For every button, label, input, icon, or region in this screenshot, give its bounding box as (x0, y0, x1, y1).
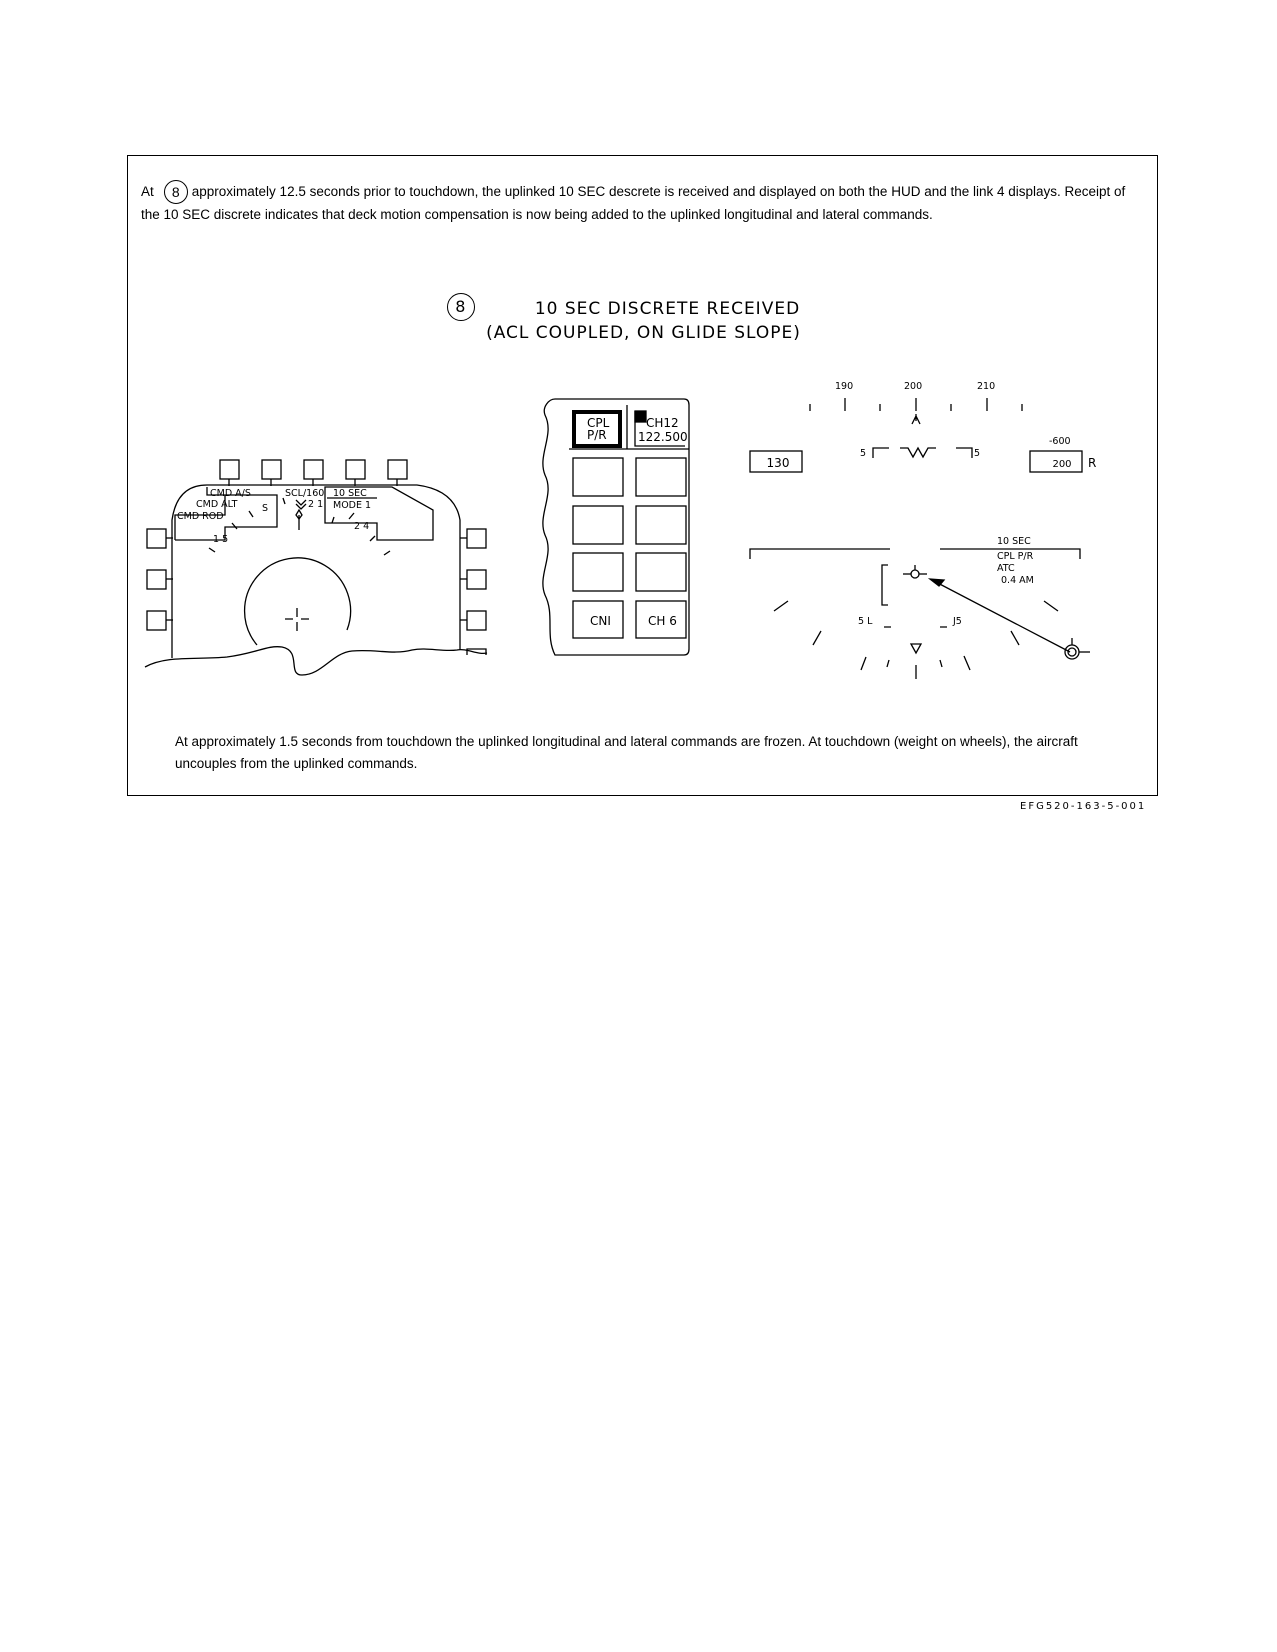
mfd-cmd-rod: CMD ROD (177, 511, 224, 522)
ufcd-ch6: CH 6 (648, 614, 677, 628)
hud-bottom-left: 5 L (858, 616, 873, 627)
intro-lead: At (141, 184, 154, 199)
hud-heading-200: 200 (904, 381, 922, 392)
ufcd-cpl-line2: P/R (587, 428, 607, 442)
ufcd-cni: CNI (590, 614, 611, 628)
ufcd-option-button[interactable] (635, 505, 687, 545)
mfd-display: CMD A/S CMD ALT CMD ROD 10 SEC MODE 1 SC… (144, 459, 488, 676)
hud-atc: ATC (997, 563, 1015, 574)
mfd-mode-box (324, 486, 434, 541)
hud-deck-arrow (931, 579, 1071, 653)
hud-ten-sec: 10 SEC (997, 536, 1031, 547)
hud-heading-caret-icon (911, 414, 921, 425)
mfd-button[interactable] (219, 459, 240, 480)
hud-pitch-right: 5 (974, 448, 980, 459)
hud-airspeed: 130 (767, 456, 790, 470)
ufcd-option-button[interactable] (572, 505, 624, 545)
hud-heading-210: 210 (977, 381, 995, 392)
mfd-heading-pointer-icon (295, 508, 303, 521)
hud-heading-ticks (809, 398, 1023, 425)
ufcd-option-button[interactable] (572, 457, 624, 497)
ufcd-selected-indicator (634, 410, 647, 423)
mfd-mode: MODE 1 (333, 500, 371, 511)
mfd-bezel (171, 484, 461, 658)
figure-heading: 8 10 SEC DISCRETE RECEIVED (ACL COUPLED, … (128, 293, 1159, 345)
hud-cpl: CPL P/R (997, 551, 1034, 562)
hud-flight-path-caret-icon (909, 643, 923, 655)
hud-horizon-right (940, 548, 1081, 559)
intro-text: approximately 12.5 seconds prior to touc… (141, 184, 1126, 222)
hud-heading-190: 190 (835, 381, 853, 392)
hud-bottom-right: J5 (952, 616, 962, 627)
mfd-top-buttons (219, 459, 408, 486)
mfd-button[interactable] (146, 569, 167, 590)
mfd-heading-ticks (208, 497, 391, 556)
heading-subtitle: (ACL COUPLED, ON GLIDE SLOPE) (486, 323, 801, 343)
ufcd-cpl-button[interactable] (572, 410, 622, 448)
ufcd-frequency: 122.500 (638, 430, 688, 444)
mfd-button[interactable] (146, 610, 167, 631)
hud-velocity-vector-icon (903, 565, 927, 579)
mfd-ten-sec: 10 SEC (333, 488, 367, 499)
mfd-radar-circle (243, 557, 352, 646)
hud-am: 0.4 AM (1001, 575, 1034, 586)
hud-waterline-icon (900, 446, 936, 459)
hud-altitude-box (1029, 450, 1083, 473)
hud-altitude: 200 (1052, 459, 1071, 470)
ufcd-option-button[interactable] (572, 552, 624, 592)
heading-title: 10 SEC DISCRETE RECEIVED (534, 299, 801, 319)
ufcd-display: CPL P/R CH12 122.500 CNI CH 6 (542, 398, 690, 656)
mfd-button[interactable] (345, 459, 366, 480)
figure-frame: At 8 approximately 12.5 seconds prior to t… (127, 155, 1158, 796)
mfd-side-buttons (146, 528, 487, 655)
hud-arrowhead-icon (927, 578, 946, 587)
mfd-button[interactable] (303, 459, 324, 480)
ufcd-channel-box (634, 411, 685, 447)
ufcd-channel: CH12 (646, 416, 679, 430)
mfd-chevron-icon (295, 499, 307, 510)
mfd-button[interactable] (387, 459, 408, 480)
ufcd-ch6-button[interactable] (635, 600, 687, 639)
mfd-cmd-box (174, 487, 278, 541)
heading-line-1: 8 10 SEC DISCRETE RECEIVED (128, 293, 1159, 321)
mfd-button[interactable] (466, 610, 487, 631)
mfd-scale: SCL/160 (285, 488, 324, 499)
ufcd-cni-button[interactable] (572, 600, 624, 639)
mfd-cmd-as: CMD A/S (210, 488, 251, 499)
figure-id: EFG520-163-5-001 (1020, 801, 1147, 812)
mfd-button[interactable] (466, 569, 487, 590)
heading-step-marker: 8 (446, 293, 475, 321)
mfd-tick-24: 2 4 (354, 521, 369, 532)
hud-vertical-velocity: -600 (1049, 436, 1071, 447)
mfd-button[interactable] (261, 459, 282, 480)
ufcd-cpl-line1: CPL (587, 416, 610, 430)
hud-ship-symbol-icon (1064, 638, 1090, 660)
ufcd-bezel (542, 398, 690, 656)
hud-display: 190 200 210 130 200 R -600 5 5 10 SEC C (749, 381, 1096, 679)
mfd-button[interactable] (466, 528, 487, 549)
closing-paragraph: At approximately 1.5 seconds from touchd… (175, 734, 1078, 771)
hud-aoa-bracket (881, 564, 888, 606)
hud-pitch-ladder-lower (773, 600, 1059, 679)
mfd-tick-21: 2 1 (308, 499, 323, 510)
hud-pitch-left: 5 (860, 448, 866, 459)
ufcd-option-button[interactable] (635, 552, 687, 592)
mfd-tick-15: 1 5 (213, 534, 228, 545)
ufcd-option-button[interactable] (635, 457, 687, 497)
cockpit-displays-diagram: CMD A/S CMD ALT CMD ROD 10 SEC MODE 1 SC… (144, 381, 1096, 679)
mfd-crosshair-icon (285, 608, 309, 631)
mfd-tick-s: S (262, 503, 268, 514)
mfd-break-line (144, 646, 488, 676)
hud-horizon-left (749, 548, 890, 559)
mfd-button[interactable] (146, 528, 167, 549)
hud-alt-mode: R (1088, 456, 1096, 470)
mfd-cmd-alt: CMD ALT (196, 499, 238, 510)
hud-airspeed-box (749, 450, 803, 473)
